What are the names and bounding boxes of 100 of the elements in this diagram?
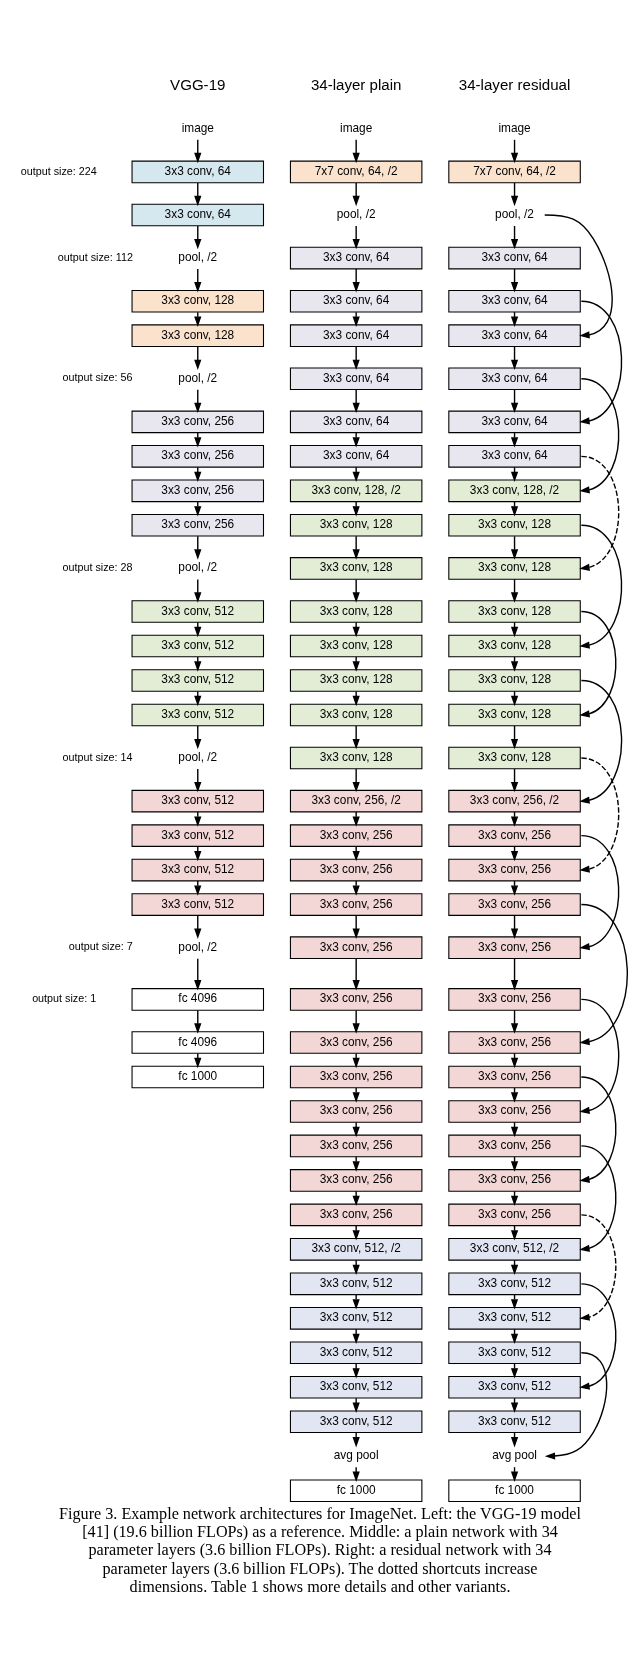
arrow [579,378,620,494]
node-box: 3x3 conv, 64 [448,410,581,434]
arrow [352,1432,360,1448]
label: output size: 7 [68,940,133,953]
node-box: 3x3 conv, 256 [448,1065,581,1089]
arrow [352,768,360,793]
arrow [352,811,360,827]
node-text: pool, /2 [336,207,376,222]
node-box: 3x3 conv, 128 [131,289,265,313]
node-box: 3x3 conv, 512 [131,634,265,658]
node-box: 3x3 conv, 256 [289,1203,423,1227]
node-box: 3x3 conv, 512 [131,824,265,847]
node-box: 3x3 conv, 128 [289,557,423,580]
node-box: 7x7 conv, 64, /2 [448,160,581,184]
node-box: 3x3 conv, 128 [289,703,423,727]
node-box: 3x3 conv, 256 [289,936,423,959]
node-box: 3x3 conv, 256 [131,514,265,537]
arrow [352,345,360,370]
arrow [544,1352,608,1460]
arrow [352,1156,360,1172]
node-box: 3x3 conv, 512, /2 [448,1238,581,1261]
node-box: 3x3 conv, 256 [289,1031,423,1054]
arrow [352,656,360,672]
node-box: 3x3 conv, 256 [448,858,581,882]
node-box: 3x3 conv, 64 [289,410,423,434]
node-box: 3x3 conv, 256 [289,893,423,916]
node-box: fc 4096 [131,988,265,1011]
arrow [579,679,623,804]
arrow [352,1259,360,1276]
node-text: image [340,120,373,135]
node-box: fc 4096 [131,1031,265,1054]
node-box: 3x3 conv, 128 [289,514,423,537]
node-box: 3x3 conv, 256 [448,936,581,959]
node-box: 3x3 conv, 256 [448,1203,581,1227]
arrow [579,455,620,571]
arrow [352,1294,360,1310]
node-box: 3x3 conv, 64 [289,324,423,347]
node-box: 3x3 conv, 128 [289,669,423,692]
arrow [352,1328,360,1344]
label: output size: 28 [62,561,133,574]
node-box: 3x3 conv, 64 [289,445,423,468]
node-box: 3x3 conv, 64 [289,246,423,270]
node-box: 3x3 conv, 64 [131,160,265,184]
label: VGG-19 [170,75,226,93]
arrow [579,834,620,951]
label: 34-layer plain [310,75,402,93]
node-box: fc 1000 [289,1479,423,1503]
node-box: 3x3 conv, 512 [131,893,265,916]
arrow [352,1466,360,1482]
arrow [352,311,360,327]
node-box: 3x3 conv, 512 [289,1307,423,1330]
arrow [352,432,360,448]
node-box: 3x3 conv, 512 [131,669,265,692]
arrow [352,1009,360,1034]
node-box: 3x3 conv, 128 [448,557,581,580]
node-box: fc 1000 [448,1479,581,1503]
node-box: 3x3 conv, 128, /2 [448,479,581,503]
node-box: 3x3 conv, 512 [289,1410,423,1434]
node-box: 3x3 conv, 512 [131,703,265,727]
node-box: 3x3 conv, 128 [448,514,581,537]
node-box: 3x3 conv, 256 [131,445,265,468]
arrow [194,958,202,991]
node-text: image [181,120,214,135]
node-box: 3x3 conv, 256 [289,1169,423,1192]
node-box: 3x3 conv, 256 [448,1169,581,1192]
node-box: 3x3 conv, 64 [289,289,423,313]
node-box: 3x3 conv, 512 [289,1272,423,1296]
node-box: 7x7 conv, 64, /2 [289,160,423,184]
node-box: 3x3 conv, 256, /2 [448,789,581,813]
node-box: 3x3 conv, 128 [448,703,581,727]
node-box: 3x3 conv, 64 [448,445,581,468]
label: output size: 56 [62,371,133,384]
node-box: 3x3 conv, 512 [448,1341,581,1365]
node-box: 3x3 conv, 128, /2 [289,479,423,503]
label: 34-layer residual [458,75,571,93]
node-box: 3x3 conv, 512 [131,600,265,623]
arrow [352,880,360,896]
node-box: 3x3 conv, 256 [289,1134,423,1158]
node-box: 3x3 conv, 64 [448,324,581,347]
arrow [352,182,360,207]
node-box: 3x3 conv, 256 [289,988,423,1011]
arrow [352,1397,360,1413]
arrow [579,903,628,1046]
node-box: 3x3 conv, 64 [448,289,581,313]
arrow [352,535,360,560]
label: output size: 224 [20,164,97,177]
label: output size: 14 [62,750,133,763]
arrow [352,1087,360,1103]
node-text: avg pool [492,1448,537,1463]
node-box: 3x3 conv, 128 [448,746,581,770]
node-box: 3x3 conv, 128 [131,324,265,347]
arrow [352,1363,360,1379]
arrow [510,958,519,991]
caption: Figure 3. Example network architectures for ImageNet. Left: the VGG-19 model [41] (19.6 billion FLOPs) as a reference. Middle: a plain network with 34 parameter layers (3.6 billion FLOPs). Right: a residual network with 34 parameter layers (3.6 billion FLOPs). The dotted shortcuts increase dimensions. Table 1 shows more details and other variants. [59,1504,581,1595]
node-box: 3x3 conv, 512 [448,1410,581,1434]
node-box: 3x3 conv, 256 [448,1100,581,1123]
arrow [352,690,360,707]
node-text: pool, /2 [178,939,218,954]
arrow [352,139,360,164]
arrow [352,1052,360,1069]
